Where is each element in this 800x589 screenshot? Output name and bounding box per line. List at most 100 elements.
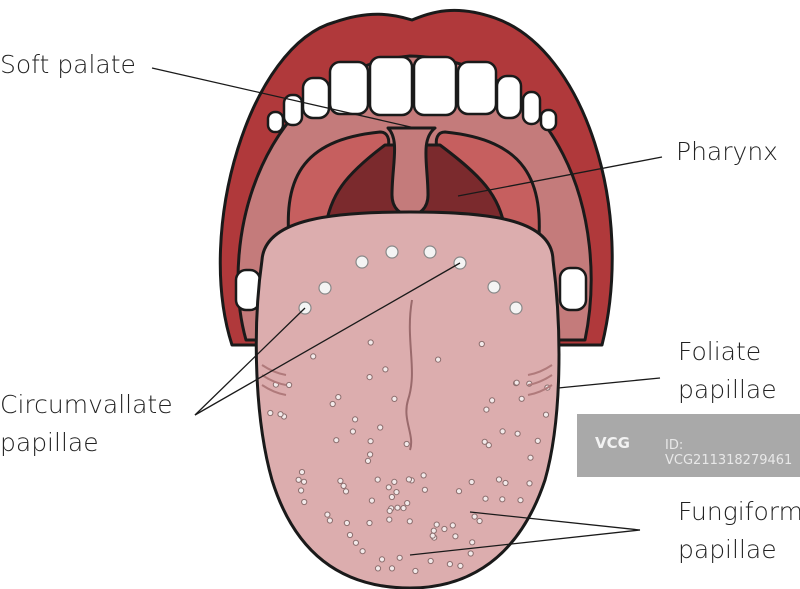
label-line: Circumvallate xyxy=(0,390,173,419)
fungiform-papilla xyxy=(374,565,382,572)
fungiform-papilla xyxy=(388,565,396,572)
fungiform-papilla xyxy=(441,525,448,533)
fungiform-papilla xyxy=(446,561,453,568)
fungiform-papilla xyxy=(364,457,372,464)
fungiform-papilla xyxy=(495,476,503,483)
fungiform-papilla xyxy=(421,486,428,493)
fungiform-papilla xyxy=(481,438,488,445)
fungiform-papilla xyxy=(394,504,401,511)
circumvallate-papilla xyxy=(385,245,399,259)
fungiform-papilla xyxy=(430,527,437,534)
fungiform-papilla xyxy=(386,516,393,523)
watermark: VCG ID: VCG211318279461 xyxy=(577,414,800,477)
fungiform-papilla xyxy=(391,395,398,402)
fungiform-papilla xyxy=(476,517,483,525)
fungiform-papilla xyxy=(412,567,419,575)
fungiform-papilla xyxy=(326,517,333,524)
leader-lines xyxy=(151,67,663,556)
label-line: papillae xyxy=(678,375,777,404)
watermark-logo: VCG xyxy=(595,434,630,452)
label-line: papillae xyxy=(0,428,99,457)
fungiform-papilla xyxy=(396,554,403,561)
fungiform-papilla xyxy=(300,478,308,485)
fungiform-papilla xyxy=(333,437,340,444)
label-line: papillae xyxy=(678,535,777,564)
fungiform-papilla xyxy=(429,532,436,539)
fungiform-papilla xyxy=(366,374,373,381)
fungiform-papilla xyxy=(298,469,306,476)
fungiform-papilla xyxy=(485,442,492,449)
fungiform-papilla xyxy=(378,556,386,563)
fungiform-papilla xyxy=(499,428,506,435)
fungiform-papilla xyxy=(514,430,521,437)
fungiform-papilla xyxy=(286,381,293,389)
fungiform-papilla xyxy=(433,521,440,528)
fungiform-papilla xyxy=(403,440,410,448)
fungiform-papilla xyxy=(406,518,413,525)
circumvallate-papilla xyxy=(487,280,501,294)
fungiform-papilla xyxy=(367,451,374,458)
fungiform-papilla xyxy=(377,424,384,431)
fungiform-papilla xyxy=(482,495,489,502)
fungiform-papilla xyxy=(337,477,344,484)
fungiform-papilla xyxy=(489,397,496,404)
fungiform-papilla xyxy=(427,557,434,565)
label-pharynx: Pharynx xyxy=(676,137,778,166)
fungiform-papilla xyxy=(388,493,395,501)
fungiform-papilla xyxy=(471,513,478,520)
fungiform-papilla xyxy=(404,500,411,507)
label-circumvallate: Circumvallate papillae xyxy=(0,386,173,462)
fungiform-papilla xyxy=(518,395,525,402)
fungiform-papilla xyxy=(405,476,412,483)
fungiform-papilla xyxy=(534,437,541,444)
circumvallate-papilla xyxy=(509,301,523,315)
fungiform-papilla xyxy=(400,505,407,512)
fungiform-papilla xyxy=(478,340,485,348)
fungiform-papilla xyxy=(367,438,374,445)
tongue-median-groove xyxy=(405,299,413,451)
label-line: Fungiform xyxy=(678,497,800,526)
fungiform-papilla xyxy=(343,519,350,527)
fungiform-papilla xyxy=(277,411,284,418)
fungiform-papilla xyxy=(469,539,476,546)
fungiform-papilla xyxy=(393,489,400,496)
fungiform-papilla xyxy=(517,497,524,504)
fungiform-papilla xyxy=(527,454,534,461)
fungiform-papilla xyxy=(346,531,354,539)
fungiform-papilla xyxy=(367,339,374,346)
label-fungiform: Fungiform papillae xyxy=(678,493,800,569)
fungiform-papilla xyxy=(335,394,342,401)
fungiform-papilla xyxy=(310,353,317,360)
circumvallate-papilla xyxy=(318,281,332,295)
fungiform-papilla xyxy=(267,409,274,417)
fungiform-papilla xyxy=(359,548,366,555)
fungiform-papilla xyxy=(391,478,398,485)
uvula xyxy=(386,126,437,217)
fungiform-papilla xyxy=(449,522,456,529)
fungiform-papilla xyxy=(295,476,302,483)
fungiform-papilla xyxy=(467,550,474,557)
foliate-papillae-marks xyxy=(261,364,553,396)
fungiform-papilla xyxy=(435,356,442,363)
fungiform-papilla xyxy=(329,400,336,408)
fungiform-papilla xyxy=(502,479,509,487)
fungiform-papilla xyxy=(499,496,506,503)
fungiform-papilla xyxy=(382,366,389,373)
fungiform-papilla xyxy=(340,482,347,489)
fungiform-papilla xyxy=(483,406,490,413)
fungiform-papilla xyxy=(513,379,520,386)
fungiform-papilla xyxy=(374,476,381,483)
label-foliate: Foliate papillae xyxy=(678,333,777,409)
fungiform-papilla xyxy=(324,511,331,518)
fungiform-papilla xyxy=(468,478,475,486)
fungiform-papilla xyxy=(368,497,375,504)
fungiform-papilla xyxy=(352,416,359,423)
fungiform-papilla xyxy=(301,498,308,506)
fungiform-papilla xyxy=(366,519,373,527)
upper-teeth xyxy=(266,55,558,134)
fungiform-papilla xyxy=(349,428,356,435)
fungiform-papilla xyxy=(386,507,393,514)
fungiform-papilla xyxy=(542,411,550,418)
